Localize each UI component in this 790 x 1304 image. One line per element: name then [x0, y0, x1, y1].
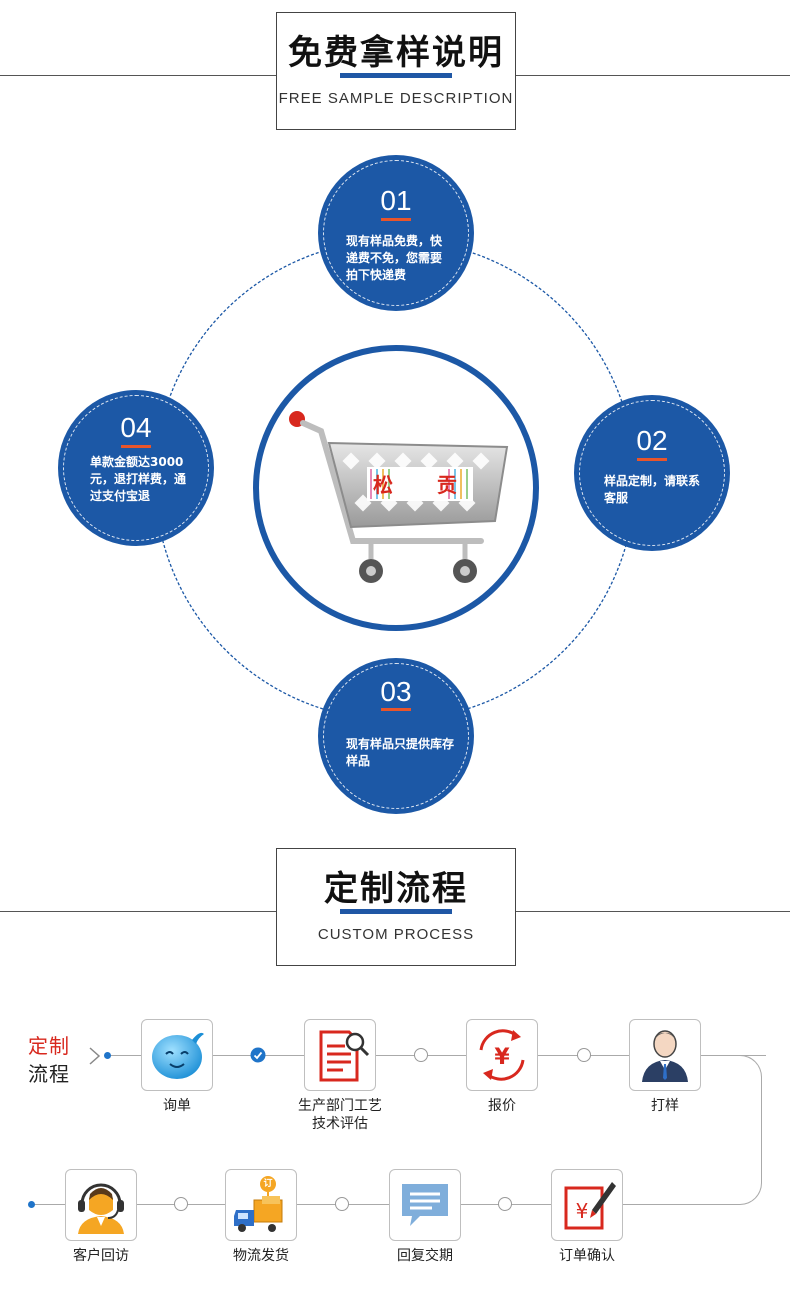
yen-cycle-icon: ¥	[479, 1029, 525, 1081]
message-icon	[402, 1184, 448, 1226]
circle-number: 02	[636, 425, 668, 456]
circle-number: 01	[380, 185, 412, 216]
section-subtitle-box: CUSTOM PROCESS	[276, 912, 516, 966]
step-label: 物流发货	[233, 1248, 289, 1264]
process-node	[414, 1048, 428, 1062]
delivery-truck-icon	[234, 1176, 283, 1232]
circle-text: 单款金额达3000元，退打样费，通过支付宝退	[90, 455, 187, 503]
circle-number: 03	[380, 676, 412, 707]
svg-text:¥: ¥	[494, 1045, 510, 1070]
step-inquiry	[141, 1019, 213, 1091]
businessman-icon	[642, 1030, 688, 1082]
section-title-box: 免费拿样说明	[276, 12, 516, 76]
section-subtitle-box: FREE SAMPLE DESCRIPTION	[276, 76, 516, 130]
step-label: 回复交期	[397, 1248, 453, 1264]
chevron-right-icon	[89, 1047, 101, 1065]
section-title: 免费拿样说明	[288, 33, 504, 73]
info-circle-04: 04 单款金额达3000元，退打样费，通过支付宝退	[58, 390, 214, 546]
process-node	[577, 1048, 591, 1062]
step-customer-followup	[65, 1169, 137, 1241]
step-label: 客户回访	[73, 1248, 129, 1264]
check-node-icon	[250, 1047, 266, 1063]
circle-text: 样品定制，请联系客服	[604, 474, 701, 505]
start-dot	[104, 1052, 111, 1059]
center-circle: 松 贡	[253, 345, 539, 631]
cart-label-right: 贡	[437, 473, 457, 497]
chat-bubble-icon	[152, 1032, 204, 1079]
section-title-box: 定制流程	[276, 848, 516, 912]
info-circle-02: 02 样品定制，请联系客服	[574, 395, 730, 551]
side-label-red: 定制	[28, 1034, 70, 1058]
step-reply-delivery	[389, 1169, 461, 1241]
side-label-dark: 流程	[28, 1062, 70, 1086]
step-order-confirm: ¥	[551, 1169, 623, 1241]
number-underline	[381, 218, 411, 221]
end-dot	[28, 1201, 35, 1208]
title-accent-bar	[340, 73, 452, 78]
step-label: 订单确认	[559, 1248, 615, 1264]
info-circle-03: 03 现有样品只提供库存样品	[318, 658, 474, 814]
svg-text:¥: ¥	[576, 1199, 589, 1223]
section-title: 定制流程	[324, 869, 468, 909]
customer-service-icon	[78, 1183, 124, 1234]
circle-text: 现有样品只提供库存样品	[346, 737, 455, 768]
section-subtitle: FREE SAMPLE DESCRIPTION	[278, 90, 514, 107]
document-search-icon	[319, 1030, 370, 1082]
step-label: 打样	[651, 1098, 679, 1114]
process-line	[106, 1055, 766, 1056]
truck-badge: 订	[263, 1179, 273, 1189]
step-label: 生产部门工艺 技术评估	[298, 1098, 382, 1132]
info-circle-01: 01 现有样品免费，快递费不免，您需要拍下快递费	[318, 155, 474, 311]
step-quote: ¥	[466, 1019, 538, 1091]
yen-sign-pen-icon: ¥	[564, 1182, 616, 1230]
title-accent-bar	[340, 909, 452, 914]
section-subtitle: CUSTOM PROCESS	[317, 926, 475, 943]
circle-text: 现有样品免费，快递费不免，您需要拍下快递费	[346, 234, 443, 282]
process-node	[498, 1197, 512, 1211]
circle-number: 04	[120, 412, 152, 443]
step-shipping: 订	[225, 1169, 297, 1241]
process-node	[335, 1197, 349, 1211]
step-evaluation	[304, 1019, 376, 1091]
number-underline	[381, 708, 411, 711]
process-node	[174, 1197, 188, 1211]
step-sampling	[629, 1019, 701, 1091]
shopping-cart-icon	[289, 411, 509, 583]
process-line	[30, 1204, 700, 1205]
step-label: 询单	[163, 1098, 191, 1114]
step-label: 报价	[488, 1098, 516, 1114]
number-underline	[637, 458, 667, 461]
cart-label-left: 松	[373, 473, 393, 497]
process-turn-line	[700, 1055, 762, 1205]
number-underline	[121, 445, 151, 448]
